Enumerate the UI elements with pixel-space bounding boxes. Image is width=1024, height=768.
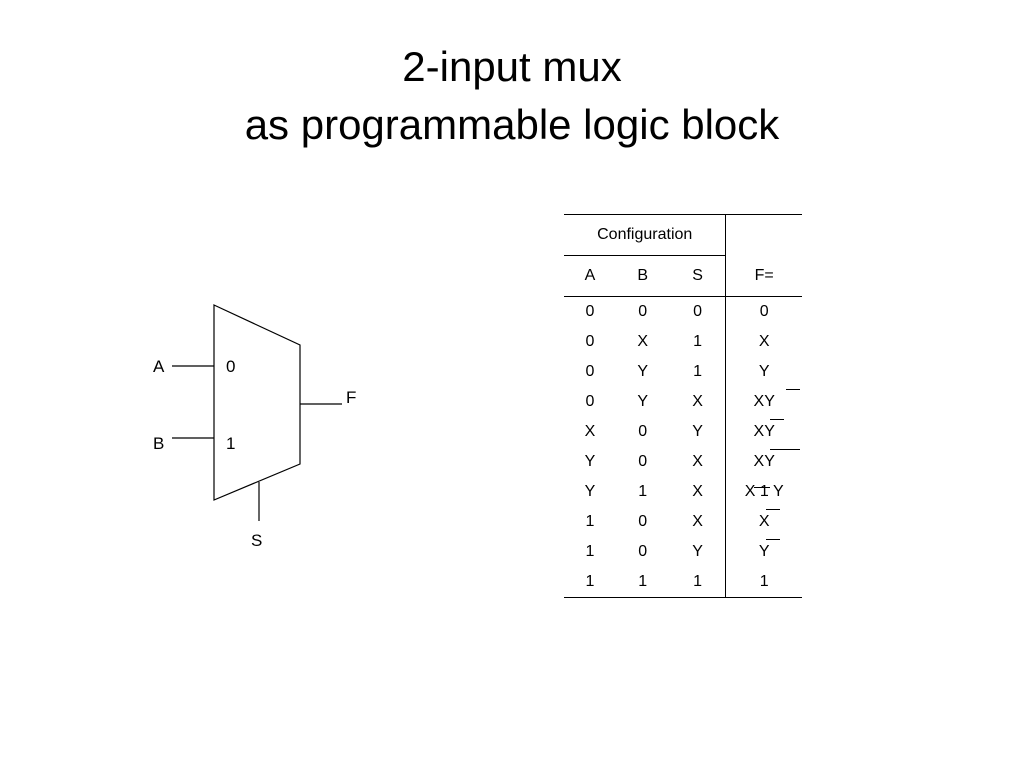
title-line-2: as programmable logic block	[244, 101, 780, 148]
cell-s: 1	[669, 567, 726, 598]
table-row: Y 1 X X 1 Y	[564, 477, 802, 507]
cell-a: Y	[584, 483, 596, 500]
cell-a: 0	[585, 393, 595, 410]
select-s-label: S	[251, 531, 262, 550]
table-row: 0 Y X XY	[564, 387, 802, 417]
inversion-bar	[766, 539, 781, 540]
cell-a: 0	[585, 303, 595, 320]
inversion-bar	[770, 449, 801, 450]
cell-s: X	[692, 483, 703, 500]
cell-f: Y	[725, 357, 802, 387]
column-header-a: A	[564, 255, 616, 297]
configuration-header: Configuration	[564, 214, 726, 256]
port-1-label: 1	[226, 434, 235, 453]
inversion-bar	[754, 487, 771, 488]
cell-b: X	[637, 333, 649, 350]
cell-f: X 1 Y	[725, 477, 802, 507]
cell-b: 0	[638, 453, 648, 470]
table-row: Y 0 X XY	[564, 447, 802, 477]
cell-s: 1	[693, 333, 702, 350]
cell-f: XY	[725, 447, 802, 477]
table-row: X 0 Y XY	[564, 417, 802, 447]
cell-a: 0	[585, 363, 595, 380]
cell-b: 0	[638, 543, 648, 560]
cell-a: 1	[585, 513, 595, 530]
inversion-bar	[770, 419, 785, 420]
cell-s: Y	[692, 423, 703, 440]
input-b-label: B	[153, 434, 164, 453]
output-f-label: F	[346, 388, 356, 407]
table-row: 1 0 X X	[564, 507, 802, 537]
slide-title: 2-input mux as programmable logic block	[0, 38, 1024, 154]
cell-s: X	[692, 393, 703, 410]
cell-b: 0	[638, 303, 648, 320]
column-header-b: B	[615, 255, 670, 297]
column-header-f: F=	[725, 255, 802, 297]
cell-a: 0	[585, 333, 595, 350]
inversion-bar	[766, 509, 781, 510]
table-row: 1 0 Y Y	[564, 537, 802, 567]
cell-s: 0	[693, 303, 702, 320]
cell-s: 1	[693, 363, 702, 380]
port-0-label: 0	[226, 357, 235, 376]
input-a-label: A	[153, 357, 165, 376]
cell-s: Y	[692, 543, 703, 560]
mux-body	[213, 304, 301, 501]
table-row: 0 X 1 X	[564, 327, 802, 357]
cell-f: X	[725, 507, 802, 537]
cell-f: XY	[725, 387, 802, 417]
cell-b: 1	[615, 567, 670, 598]
cell-b: Y	[637, 393, 649, 410]
column-header-s: S	[669, 255, 726, 297]
cell-b: 1	[638, 483, 648, 500]
title-line-1: 2-input mux	[402, 43, 622, 90]
cell-b: 0	[638, 423, 648, 440]
table-row: 0 Y 1 Y	[564, 357, 802, 387]
cell-f: Y	[725, 537, 802, 567]
cell-f: 1	[725, 567, 802, 598]
f-header-spacer	[725, 214, 802, 256]
cell-f: XY	[725, 417, 802, 447]
cell-a: 1	[585, 543, 595, 560]
cell-b: 0	[638, 513, 648, 530]
cell-a: Y	[584, 453, 596, 470]
inversion-bar	[786, 389, 801, 390]
cell-a: X	[584, 423, 596, 440]
cell-f: X	[725, 327, 802, 357]
table-row: 0 0 0 0	[564, 296, 802, 327]
cell-s: X	[692, 513, 703, 530]
cell-f: 0	[725, 296, 802, 327]
cell-b: Y	[637, 363, 649, 380]
cell-a: 1	[564, 567, 616, 598]
cell-s: X	[692, 453, 703, 470]
